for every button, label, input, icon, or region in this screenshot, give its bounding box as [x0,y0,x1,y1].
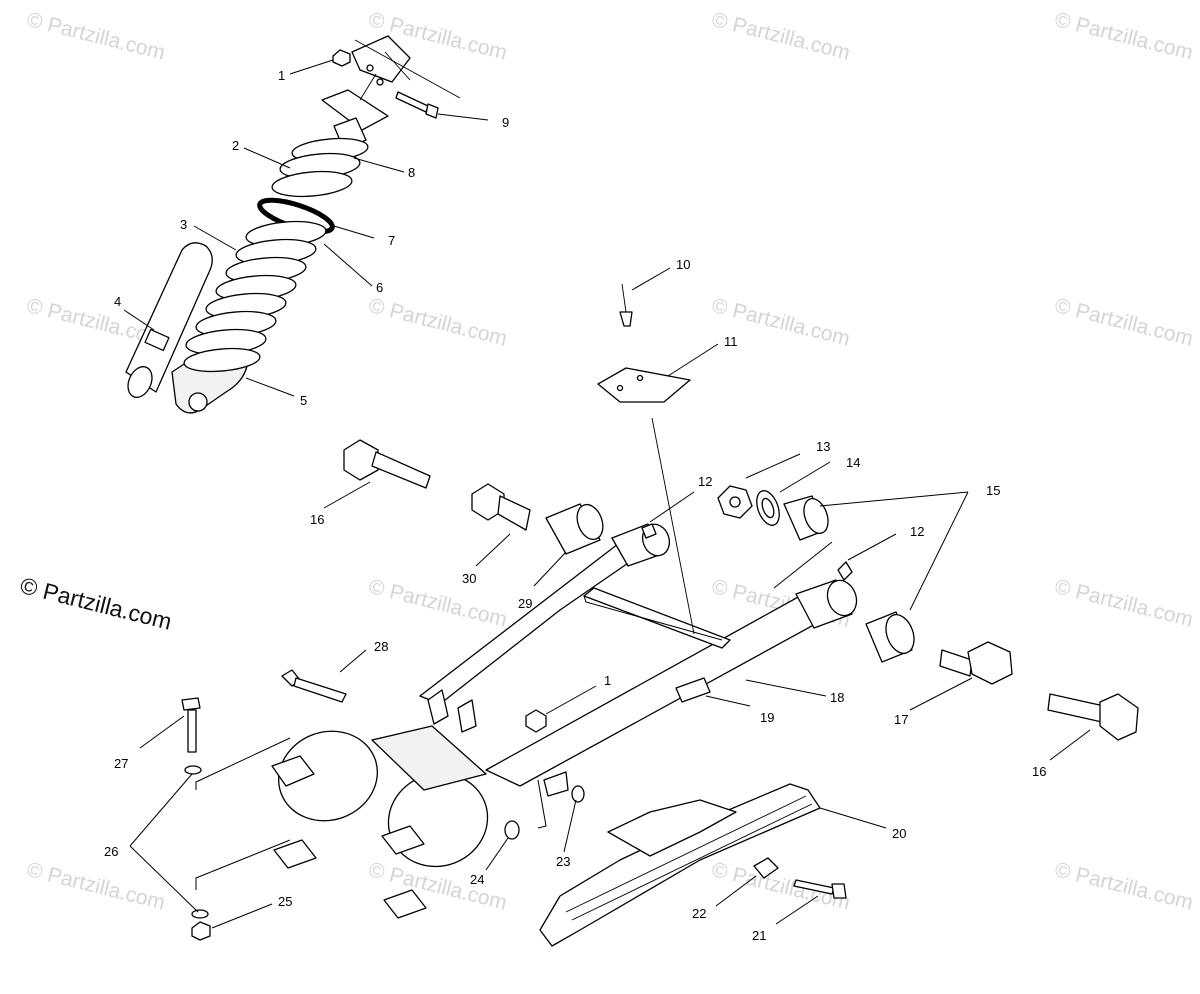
callout-label: 22 [692,906,706,921]
callout-label: 10 [676,257,690,272]
callout-label: 6 [376,280,383,295]
callout-label: 12 [698,474,712,489]
callout-label: 12 [910,524,924,539]
callout-label: 17 [894,712,908,727]
callout-label: 14 [846,455,860,470]
leader-lines [123,59,1091,929]
callout-label: 18 [830,690,844,705]
callout-label: 1 [278,68,285,83]
skid-plate [539,783,821,947]
callout-label: 8 [408,165,415,180]
callout-label: 5 [300,393,307,408]
callout-label: 27 [114,756,128,771]
callout-label: 28 [374,639,388,654]
callout-label: 9 [502,115,509,130]
callout-label: 23 [556,854,570,869]
callout-label: 29 [518,596,532,611]
callout-label: 13 [816,439,830,454]
callout-label: 24 [470,872,484,887]
callout-label: 26 [104,844,118,859]
callout-label: 11 [724,334,738,349]
callout-label: 19 [760,710,774,725]
callout-label: 21 [752,928,766,943]
coil-spring [183,137,369,373]
callout-label: 4 [114,294,121,309]
shock-assembly [125,35,461,414]
callout-label: 16 [1032,764,1046,779]
swing-arm [271,523,858,919]
callout-label: 16 [310,512,324,527]
callout-label: 20 [892,826,906,841]
callout-label: 7 [388,233,395,248]
callout-label: 2 [232,138,239,153]
hardware [181,283,1139,941]
callout-label: 30 [462,571,476,586]
callout-label: 1 [604,673,611,688]
callout-labels: 1 9 2 8 3 7 6 4 5 10 11 16 12 13 14 15 3… [104,68,1046,943]
callout-label: 15 [986,483,1000,498]
callout-label: 25 [278,894,292,909]
callout-label: 3 [180,217,187,232]
